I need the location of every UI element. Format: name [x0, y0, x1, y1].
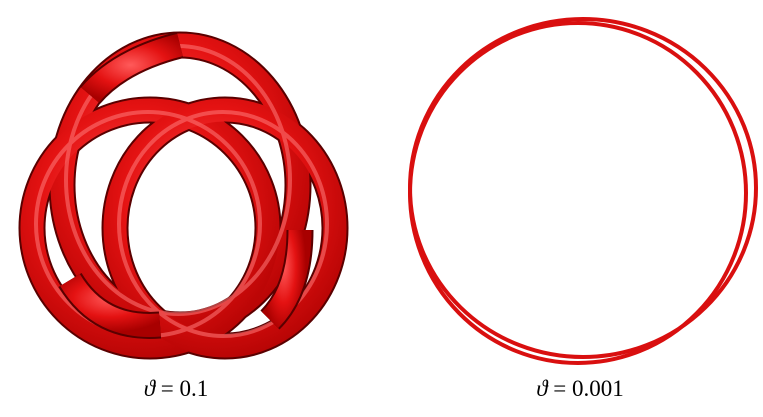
tube-loop-left — [20, 98, 280, 358]
equals-sign: = — [547, 376, 573, 401]
thin-loop-inner — [408, 21, 748, 365]
theta-value: 0.1 — [179, 376, 209, 401]
panel-caption-left: ϑ = 0.1 — [144, 376, 209, 402]
equals-sign: = — [155, 376, 180, 401]
crossing-segment — [261, 229, 312, 329]
tube-highlight — [117, 110, 329, 338]
crossing-segment — [60, 273, 161, 337]
theta-symbol: ϑ — [536, 376, 548, 401]
tube-loop-right — [103, 98, 347, 358]
crossing-segment — [81, 33, 183, 103]
theta-value: 0.001 — [572, 376, 624, 401]
theta-symbol: ϑ — [143, 376, 156, 401]
panel-caption-right: ϑ = 0.001 — [536, 376, 624, 402]
thin-curve-knot — [408, 17, 758, 365]
thick-tube-knot — [18, 31, 349, 360]
